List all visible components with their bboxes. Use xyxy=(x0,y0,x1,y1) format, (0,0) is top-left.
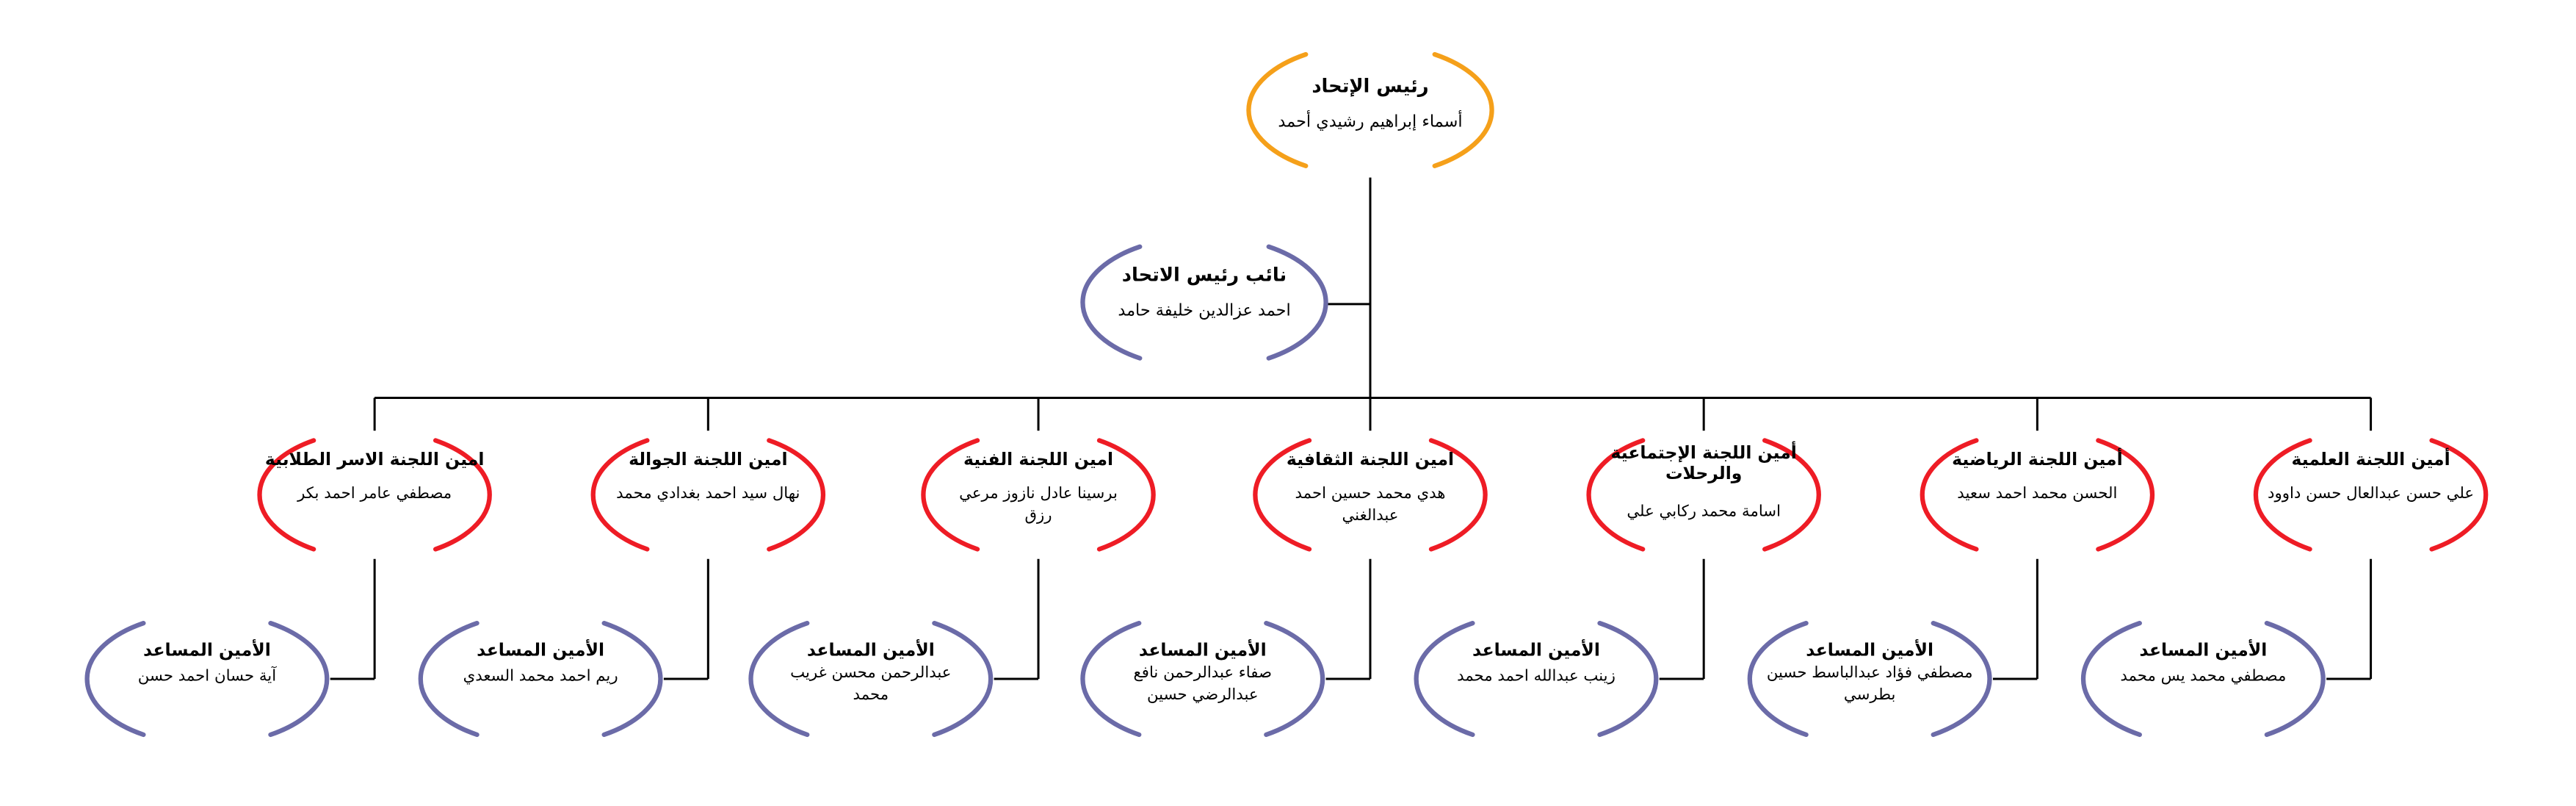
assistant-node-1: الأمين المساعد مصطفي محمد يس محمد xyxy=(2080,621,2326,738)
node-member-name: آية حسان احمد حسن xyxy=(138,665,277,685)
node-title: أمين اللجنة العلمية xyxy=(2291,447,2450,469)
node-frame-left xyxy=(1080,621,1142,738)
node-title: الأمين المساعد xyxy=(1806,639,1933,661)
node-member-name: رزق xyxy=(1025,506,1052,525)
node-frame-right xyxy=(1931,621,1992,738)
node-frame-right xyxy=(268,621,330,738)
assistant-node-7: الأمين المساعد آية حسان احمد حسن xyxy=(84,621,330,738)
node-member-name: أسماء إبراهيم رشيدي أحمد xyxy=(1278,110,1462,131)
node-member-name: مصطفي عامر احمد بكر xyxy=(297,484,452,503)
node-frame-right xyxy=(1264,621,1325,738)
node-frame-right xyxy=(1432,51,1494,168)
node-frame-left xyxy=(1414,621,1475,738)
node-frame-right xyxy=(1762,438,1821,552)
node-frame-left xyxy=(2253,438,2312,552)
assistant-node-2: الأمين المساعد مصطفي فؤاد عبدالباسط حسين ب… xyxy=(1747,621,1992,738)
node-frame-left xyxy=(84,621,146,738)
node-frame-left xyxy=(1586,438,1646,552)
assistant-node-4: الأمين المساعد صفاء عبدالرحمن نافع عبدالرض… xyxy=(1080,621,1325,738)
node-frame-right xyxy=(1428,438,1488,552)
vice-president-node: نائب رئيس الاتحاد احمد عزالدين خليفة حامد xyxy=(1080,244,1328,361)
node-member-name: احمد عزالدين خليفة حامد xyxy=(1118,301,1290,320)
node-frame-left xyxy=(2080,621,2142,738)
node-frame-right xyxy=(2429,438,2489,552)
node-title: رئيس الإتحاد xyxy=(1311,75,1428,97)
node-frame-right xyxy=(2096,438,2155,552)
node-member-name: عبدالغني xyxy=(1342,506,1398,525)
node-title: امين اللجنة الثقافية xyxy=(1287,449,1454,469)
node-member-name: مصطفي فؤاد عبدالباسط حسين xyxy=(1767,663,1973,682)
president-node: رئيس الإتحاد أسماء إبراهيم رشيدي أحمد xyxy=(1246,51,1494,168)
node-member-name: مصطفي محمد يس محمد xyxy=(2120,666,2286,685)
node-frame-left xyxy=(1747,621,1809,738)
node-frame-right xyxy=(932,621,994,738)
node-frame-right xyxy=(433,438,492,552)
node-title: الأمين المساعد xyxy=(807,639,935,661)
node-title: الأمين المساعد xyxy=(477,639,604,661)
committee-node-5: امين اللجنة الفنية برسينا عادل نازوز مرعي… xyxy=(921,438,1156,552)
node-frame-left xyxy=(1253,438,1312,552)
node-member-name: علي حسن عبدالعال حسن داوود xyxy=(2268,484,2474,503)
committee-node-6: امين اللجنة الجوالة نهال سيد احمد بغدادي … xyxy=(590,438,825,552)
node-frame-left xyxy=(1080,244,1143,361)
node-title: الأمين المساعد xyxy=(2139,639,2267,661)
chart-nodes: رئيس الإتحاد أسماء إبراهيم رشيدي أحمد نائب… xyxy=(84,51,2489,738)
node-frame-right xyxy=(1597,621,1659,738)
node-frame-right xyxy=(1096,438,1156,552)
node-title: امين اللجنة الفنية xyxy=(963,449,1113,469)
node-title: أمين اللجنة الإجتماعية xyxy=(1611,441,1797,463)
node-member-name: نهال سيد احمد بغدادي محمد xyxy=(616,484,800,503)
assistant-node-6: الأمين المساعد ريم احمد محمد السعدي xyxy=(418,621,663,738)
committee-node-1: أمين اللجنة العلمية علي حسن عبدالعال حسن … xyxy=(2253,438,2489,552)
node-member-name: برسينا عادل نازوز مرعي xyxy=(959,484,1118,503)
node-member-name: اسامة محمد ركابي علي xyxy=(1627,503,1781,521)
node-title: الأمين المساعد xyxy=(1139,639,1267,661)
node-frame-left xyxy=(921,438,980,552)
node-member-name: الحسن محمد احمد سعيد xyxy=(1957,484,2117,503)
node-frame-left xyxy=(1920,438,1979,552)
node-title: امين اللجنة الجوالة xyxy=(629,449,788,469)
node-member-name: هدي محمد حسين احمد xyxy=(1295,484,1446,503)
committee-node-7: امين اللجنة الاسر الطلابية مصطفي عامر احم… xyxy=(257,438,492,552)
node-title: نائب رئيس الاتحاد xyxy=(1122,265,1287,287)
node-member-name: ريم احمد محمد السعدي xyxy=(463,666,618,685)
node-title: الأمين المساعد xyxy=(1472,639,1600,661)
node-frame-left xyxy=(748,621,810,738)
node-member-name: محمد xyxy=(853,686,889,704)
node-title: والرحلات xyxy=(1665,463,1742,483)
node-frame-right xyxy=(767,438,825,552)
node-member-name: عبدالرحمن محسن غريب xyxy=(790,663,951,682)
node-title: الأمين المساعد xyxy=(143,639,271,661)
node-member-name: عبدالرضي حسين xyxy=(1147,686,1259,704)
node-frame-right xyxy=(601,621,663,738)
node-title: امين اللجنة الاسر الطلابية xyxy=(265,449,485,469)
committee-node-2: أمين اللجنة الرياضية الحسن محمد احمد سعيد xyxy=(1920,438,2155,552)
connector-lines xyxy=(330,177,2373,680)
node-member-name: صفاء عبدالرحمن نافع xyxy=(1133,663,1272,682)
node-member-name: بطرسي xyxy=(1844,686,1896,704)
node-frame-right xyxy=(2264,621,2326,738)
node-frame-left xyxy=(1246,51,1309,168)
committee-node-4: امين اللجنة الثقافية هدي محمد حسين احمد عب… xyxy=(1253,438,1488,552)
node-title: أمين اللجنة الرياضية xyxy=(1952,447,2123,469)
node-frame-right xyxy=(1266,244,1328,361)
node-frame-left xyxy=(257,438,316,552)
assistant-node-3: الأمين المساعد زينب عبدالله احمد محمد xyxy=(1414,621,1659,738)
node-frame-left xyxy=(590,438,650,552)
node-member-name: زينب عبدالله احمد محمد xyxy=(1457,666,1616,685)
node-frame-left xyxy=(418,621,480,738)
assistant-node-5: الأمين المساعد عبدالرحمن محسن غريب محمد xyxy=(748,621,994,738)
